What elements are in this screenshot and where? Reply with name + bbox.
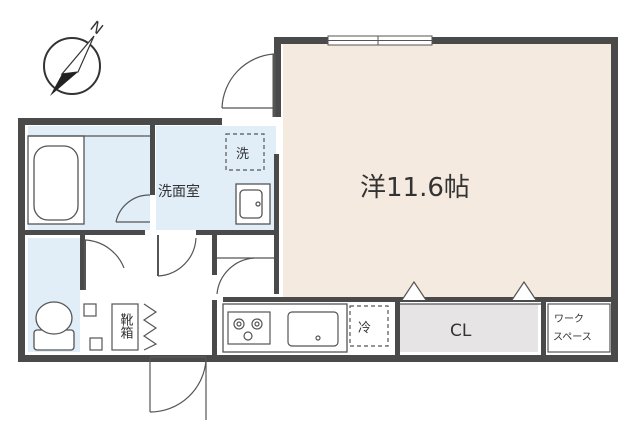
toilet-door <box>84 239 125 290</box>
western-room-label: 洋11.6帖 <box>360 173 470 203</box>
shoe-box <box>111 303 139 351</box>
stove <box>227 311 271 345</box>
work-space-label-line2: スペース <box>553 332 592 343</box>
room-door <box>216 257 274 295</box>
entry-door-bottom <box>149 356 207 420</box>
shoe-box-label: 靴箱 <box>118 313 134 339</box>
work-space-label-line1: ワーク <box>554 313 584 325</box>
western-room-floor <box>283 44 611 300</box>
shoe-box-door <box>142 303 158 351</box>
closet-label: CL <box>450 321 472 341</box>
compass-north-label: N <box>87 17 107 38</box>
bathtub <box>27 135 85 225</box>
entry-marker <box>83 303 97 317</box>
toilet <box>33 301 75 351</box>
kitchen-sink <box>287 311 339 347</box>
compass-icon: N <box>43 17 107 96</box>
fridge-space <box>349 305 389 347</box>
washroom-label: 洗面室 <box>158 183 200 200</box>
work-space <box>547 303 611 353</box>
washbasin <box>235 183 271 225</box>
washer-space <box>225 133 265 171</box>
bathroom-door <box>115 194 151 223</box>
closet-doors <box>401 280 537 301</box>
entry-marker <box>89 337 103 351</box>
exterior-walls <box>18 37 618 362</box>
washer-label: 洗 <box>236 147 249 162</box>
window <box>327 35 433 46</box>
entry-door-top <box>221 53 276 117</box>
washroom-door <box>157 235 197 277</box>
closet-floor <box>400 304 538 352</box>
fridge-label: 冷 <box>358 321 371 336</box>
